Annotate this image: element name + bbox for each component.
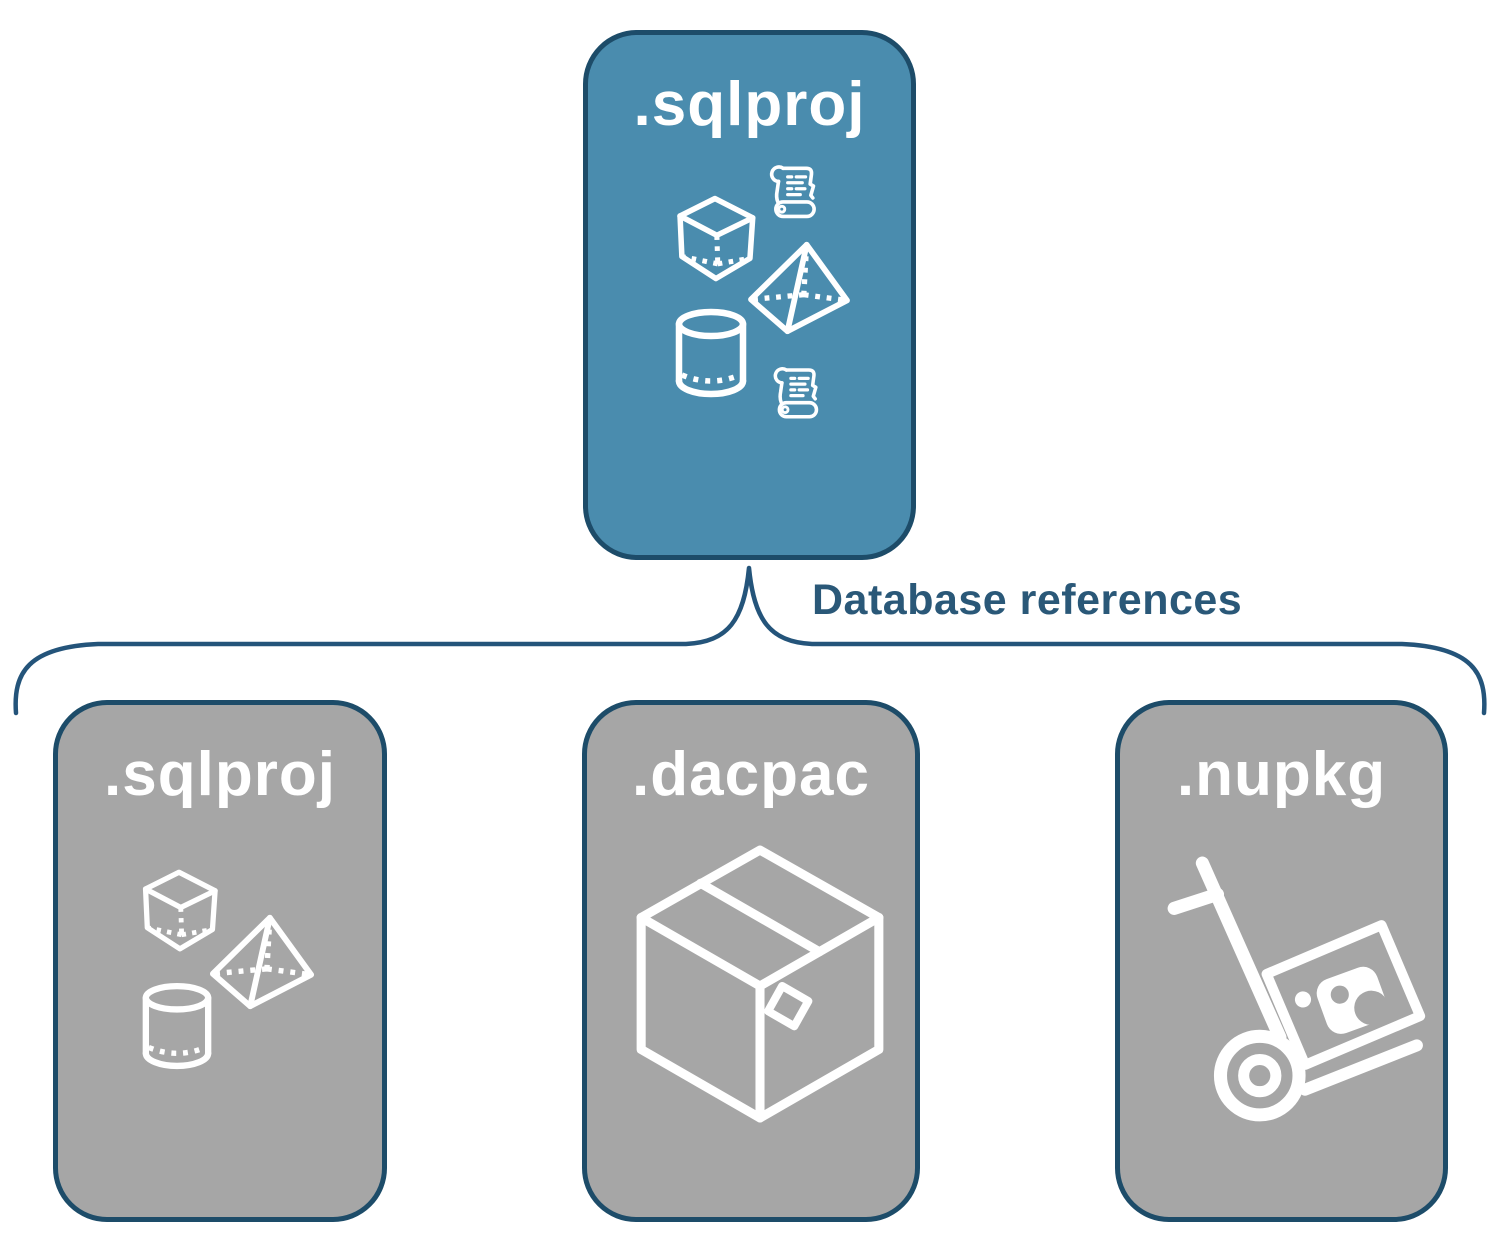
parent-box-sqlproj: .sqlproj xyxy=(583,30,916,560)
child-box-nupkg: .nupkg xyxy=(1115,700,1448,1222)
child-box-title: .sqlproj xyxy=(104,740,336,809)
child-box-dacpac: .dacpac xyxy=(582,700,920,1222)
scroll-icon xyxy=(769,165,816,219)
pyramid-icon xyxy=(744,239,854,335)
package-box-icon xyxy=(637,845,883,1127)
child-box-title: .nupkg xyxy=(1176,740,1387,809)
cylinder-icon xyxy=(140,983,214,1071)
parent-box-title: .sqlproj xyxy=(633,70,866,139)
pyramid-icon xyxy=(208,911,316,1011)
scroll-icon xyxy=(773,367,819,419)
child-box-title: .dacpac xyxy=(632,740,870,809)
child-box-sqlproj: .sqlproj xyxy=(53,700,387,1222)
connector-label: Database references xyxy=(812,576,1243,624)
nuget-hand-truck-icon xyxy=(1162,851,1424,1133)
cylinder-icon xyxy=(673,309,749,399)
